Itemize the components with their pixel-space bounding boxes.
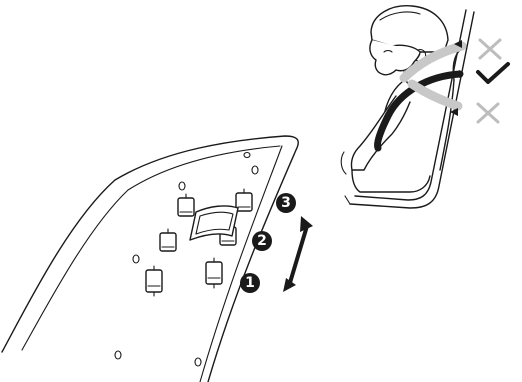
- up-down-arrow-icon: [283, 216, 313, 292]
- cross-icon-lower: [478, 104, 498, 122]
- harness-adjuster-handle: [190, 206, 238, 240]
- harness-slot-lower-right: [206, 258, 222, 288]
- step-badge-3: 3: [276, 193, 296, 213]
- step-badge-1: 1: [240, 273, 260, 293]
- cross-icon-upper: [480, 40, 500, 58]
- harness-slot-middle-left: [160, 229, 176, 251]
- check-icon: [478, 64, 508, 82]
- step-badge-2: 2: [252, 231, 272, 251]
- harness-slot-lower-left: [146, 266, 162, 296]
- seat-back-panel: [2, 136, 298, 382]
- harness-slot-upper-left: [178, 194, 194, 216]
- step-badge-1-number: 1: [245, 275, 255, 291]
- incorrect-strap-low: [412, 84, 458, 106]
- step-badge-3-number: 3: [281, 195, 291, 211]
- step-badge-2-number: 2: [257, 233, 267, 249]
